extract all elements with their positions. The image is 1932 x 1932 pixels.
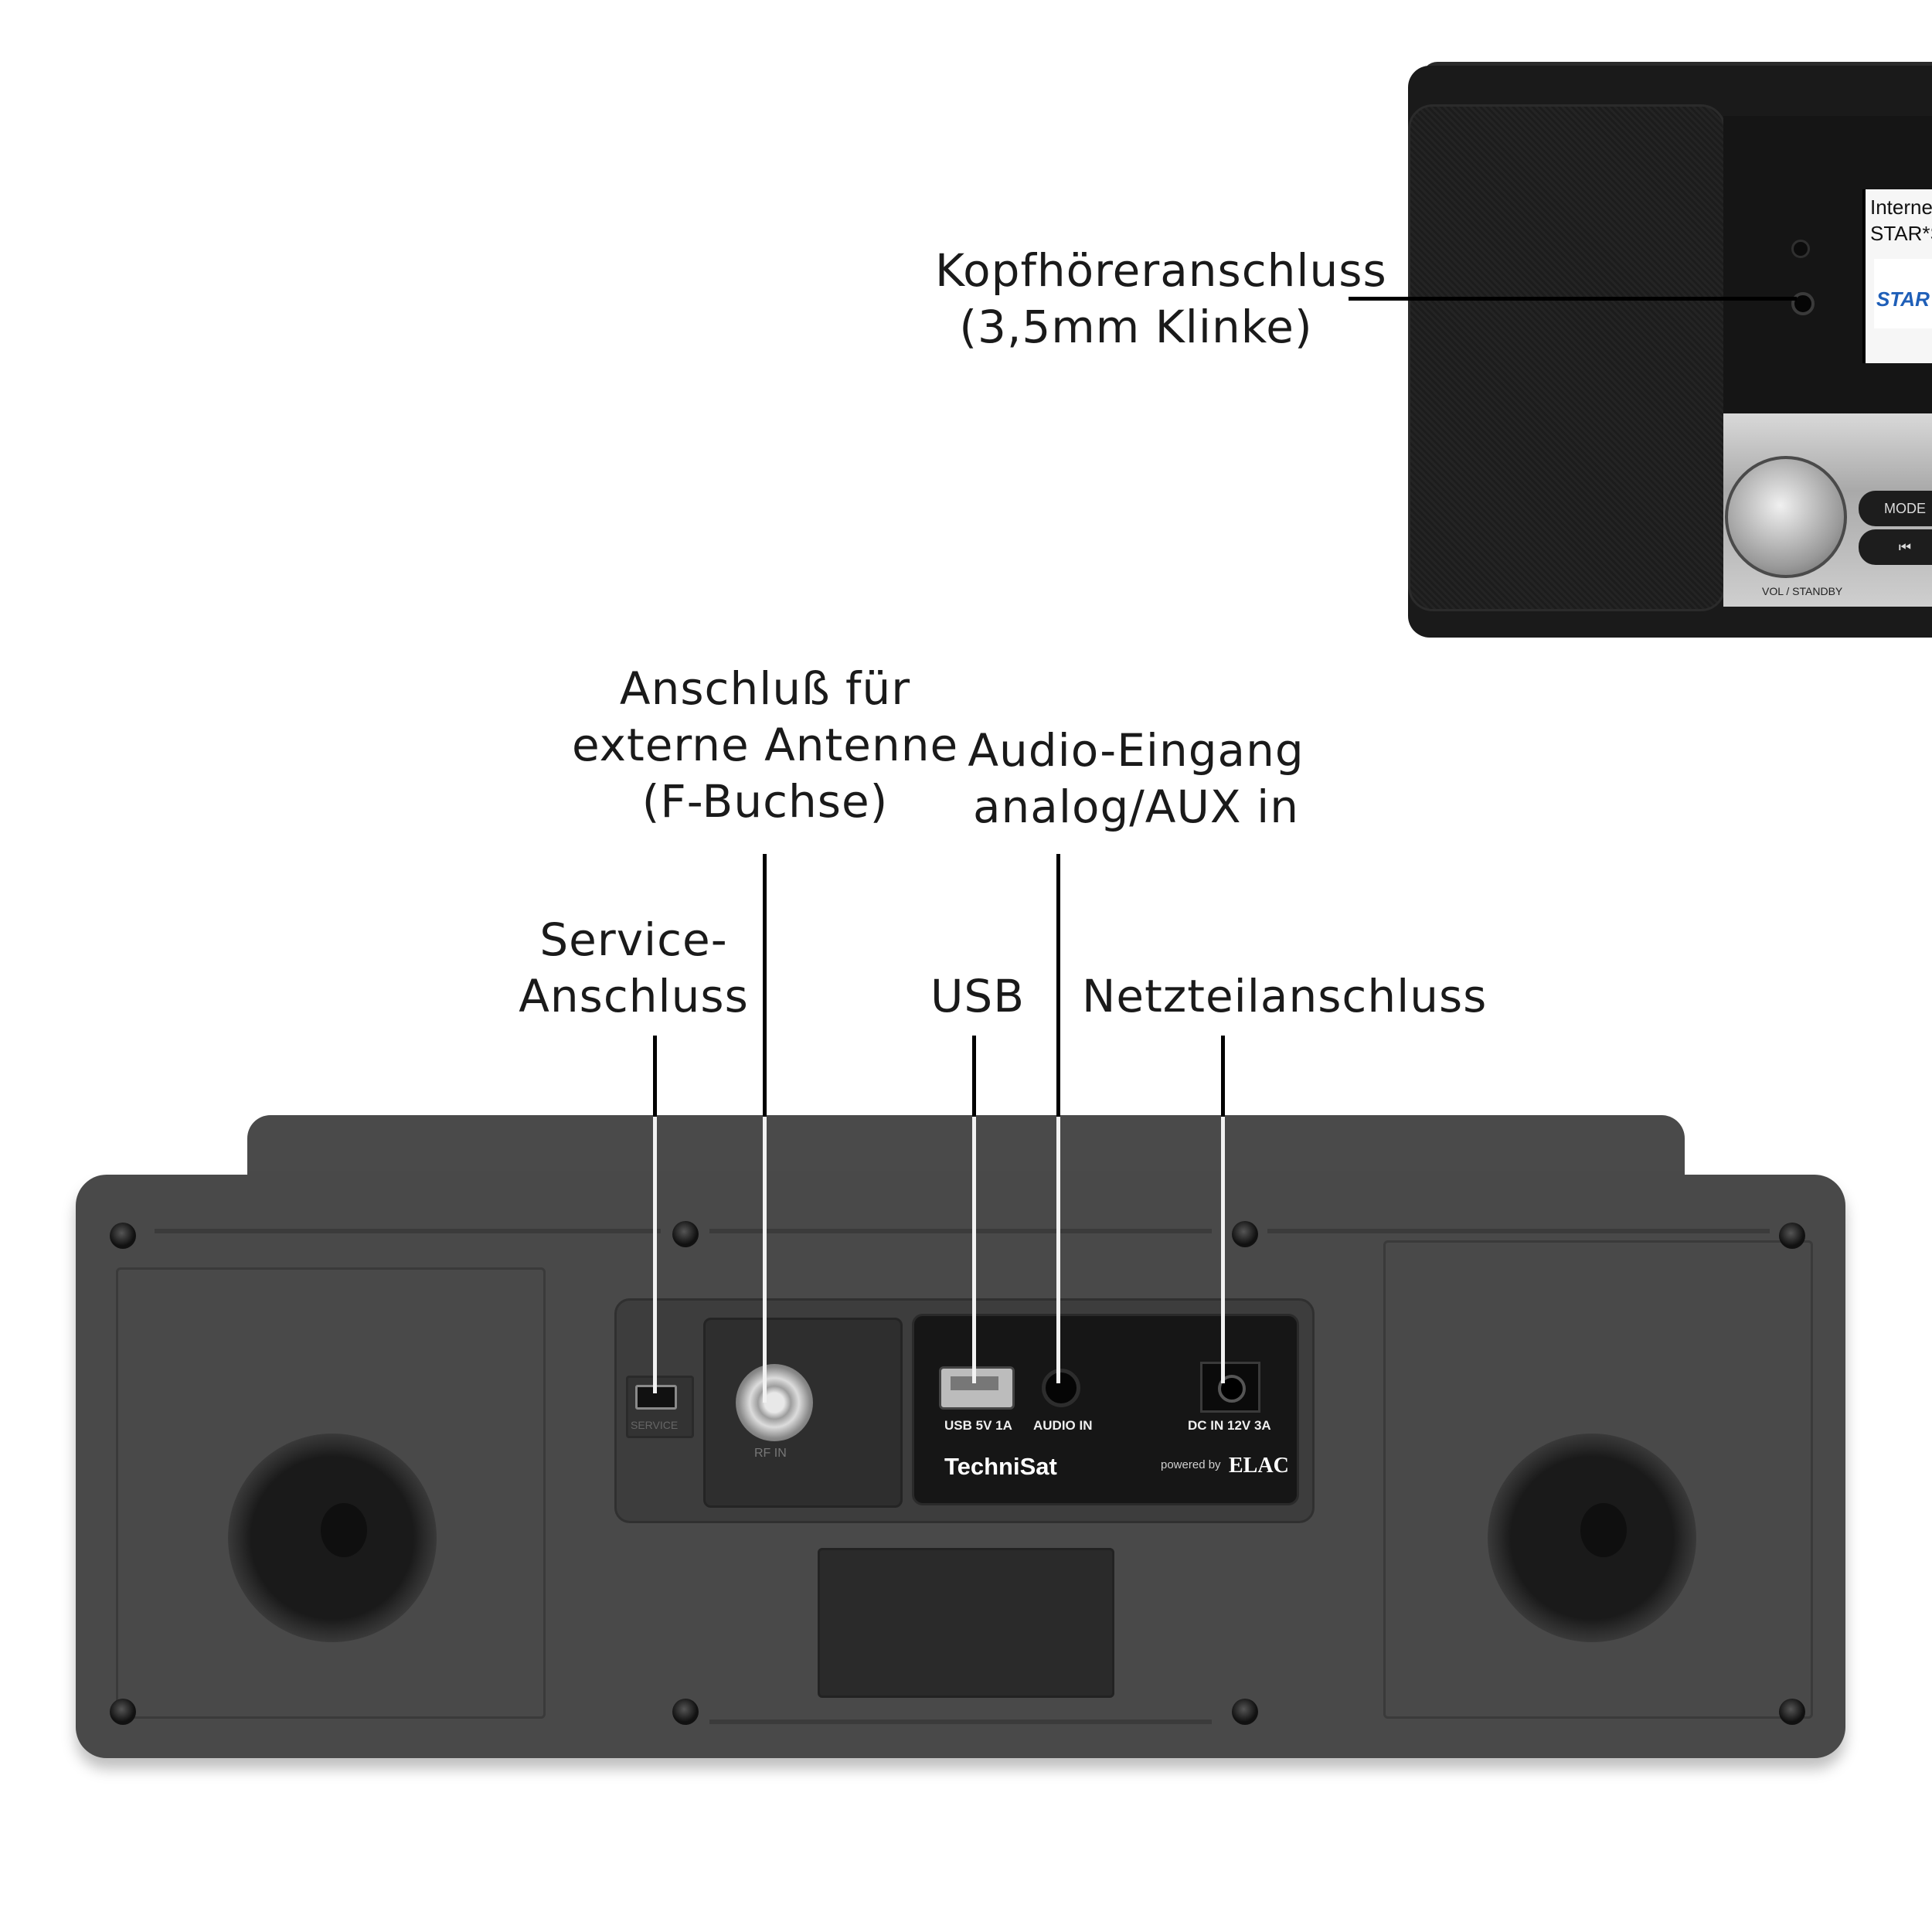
bottom-rib	[709, 1719, 1212, 1724]
service-port-label: SERVICE	[631, 1419, 679, 1431]
leader-power	[1221, 1036, 1225, 1117]
rf-label: RF IN	[754, 1447, 787, 1460]
technisat-logo: TechniSat	[944, 1453, 1057, 1480]
callout-service-line2: Anschluss	[519, 970, 749, 1022]
callout-power: Netzteilanschluss	[1082, 968, 1488, 1025]
ir-sensor	[1791, 240, 1810, 258]
leader-headphone	[1349, 297, 1797, 301]
display-line-1: Internet	[1870, 196, 1932, 219]
callout-service: Service- Anschluss	[510, 912, 757, 1025]
callout-power-line1: Netzteilanschluss	[1082, 970, 1488, 1022]
front-speaker-grille	[1408, 104, 1726, 611]
volume-knob	[1725, 456, 1847, 578]
screw-top-right	[1779, 1223, 1805, 1249]
mode-button: MODE	[1859, 491, 1932, 526]
callout-antenna-line2: externe Antenne	[572, 719, 959, 771]
top-rib	[709, 1229, 1212, 1233]
callout-audio-in: Audio-Eingang analog/AUX in	[958, 723, 1314, 835]
powered-by-label: powered by	[1161, 1458, 1221, 1471]
leader-antenna	[763, 854, 767, 1117]
display-line-2: STAR*SA	[1870, 222, 1932, 245]
label-plate	[818, 1548, 1114, 1698]
aux-jack	[1042, 1369, 1080, 1407]
callout-antenna-line1: Anschluß für	[619, 662, 911, 715]
leader-service	[653, 1036, 657, 1117]
leader-audio-in-light	[1056, 1117, 1060, 1383]
dc-in-label: DC IN 12V 3A	[1188, 1418, 1271, 1433]
callout-headphone: Kopfhöreranschluss (3,5mm Klinke)	[935, 243, 1387, 355]
leader-usb-light	[972, 1117, 976, 1383]
callout-audio-in-line2: analog/AUX in	[973, 781, 1299, 833]
right-panel-frame	[1383, 1240, 1813, 1719]
leader-antenna-light	[763, 1117, 767, 1403]
elac-logo: ELAC	[1229, 1454, 1289, 1478]
dc-jack	[1200, 1362, 1260, 1413]
previous-icon: ⏮	[1859, 529, 1932, 565]
callout-headphone-line1: Kopfhöreranschluss	[935, 244, 1387, 297]
display-logo-area	[1874, 259, 1932, 328]
back-radio-top	[247, 1115, 1685, 1177]
callout-usb: USB	[900, 968, 1055, 1025]
leader-usb	[972, 1036, 976, 1117]
screw-bottom-mid-right	[1232, 1699, 1258, 1725]
bass-port-left	[228, 1434, 437, 1642]
leader-service-light	[653, 1117, 657, 1393]
screw-bottom-left	[110, 1699, 136, 1725]
audio-in-label: AUDIO IN	[1033, 1418, 1093, 1433]
display-logo: STAR	[1876, 287, 1930, 311]
top-rib-left	[155, 1229, 661, 1233]
callout-usb-line1: USB	[930, 970, 1026, 1022]
callout-antenna-line3: (F-Buchse)	[641, 775, 889, 828]
leader-power-light	[1221, 1117, 1225, 1383]
callout-audio-in-line1: Audio-Eingang	[968, 724, 1304, 777]
callout-service-line1: Service-	[539, 913, 728, 966]
usb-port	[939, 1366, 1015, 1410]
knob-label: VOL / STANDBY	[1762, 585, 1843, 597]
left-panel-frame	[116, 1267, 546, 1719]
usb-label: USB 5V 1A	[944, 1418, 1012, 1433]
f-connector	[736, 1364, 813, 1441]
callout-antenna: Anschluß für externe Antenne (F-Buchse)	[572, 661, 958, 830]
top-rib-right	[1267, 1229, 1770, 1233]
screw-bottom-mid-left	[672, 1699, 699, 1725]
headphone-jack	[1791, 292, 1815, 315]
screw-top-mid-left	[672, 1221, 699, 1247]
callout-headphone-line2: (3,5mm Klinke)	[959, 301, 1313, 353]
screw-bottom-right	[1779, 1699, 1805, 1725]
leader-audio-in	[1056, 854, 1060, 1117]
screw-top-left	[110, 1223, 136, 1249]
bass-port-right	[1488, 1434, 1696, 1642]
screw-top-mid-right	[1232, 1221, 1258, 1247]
